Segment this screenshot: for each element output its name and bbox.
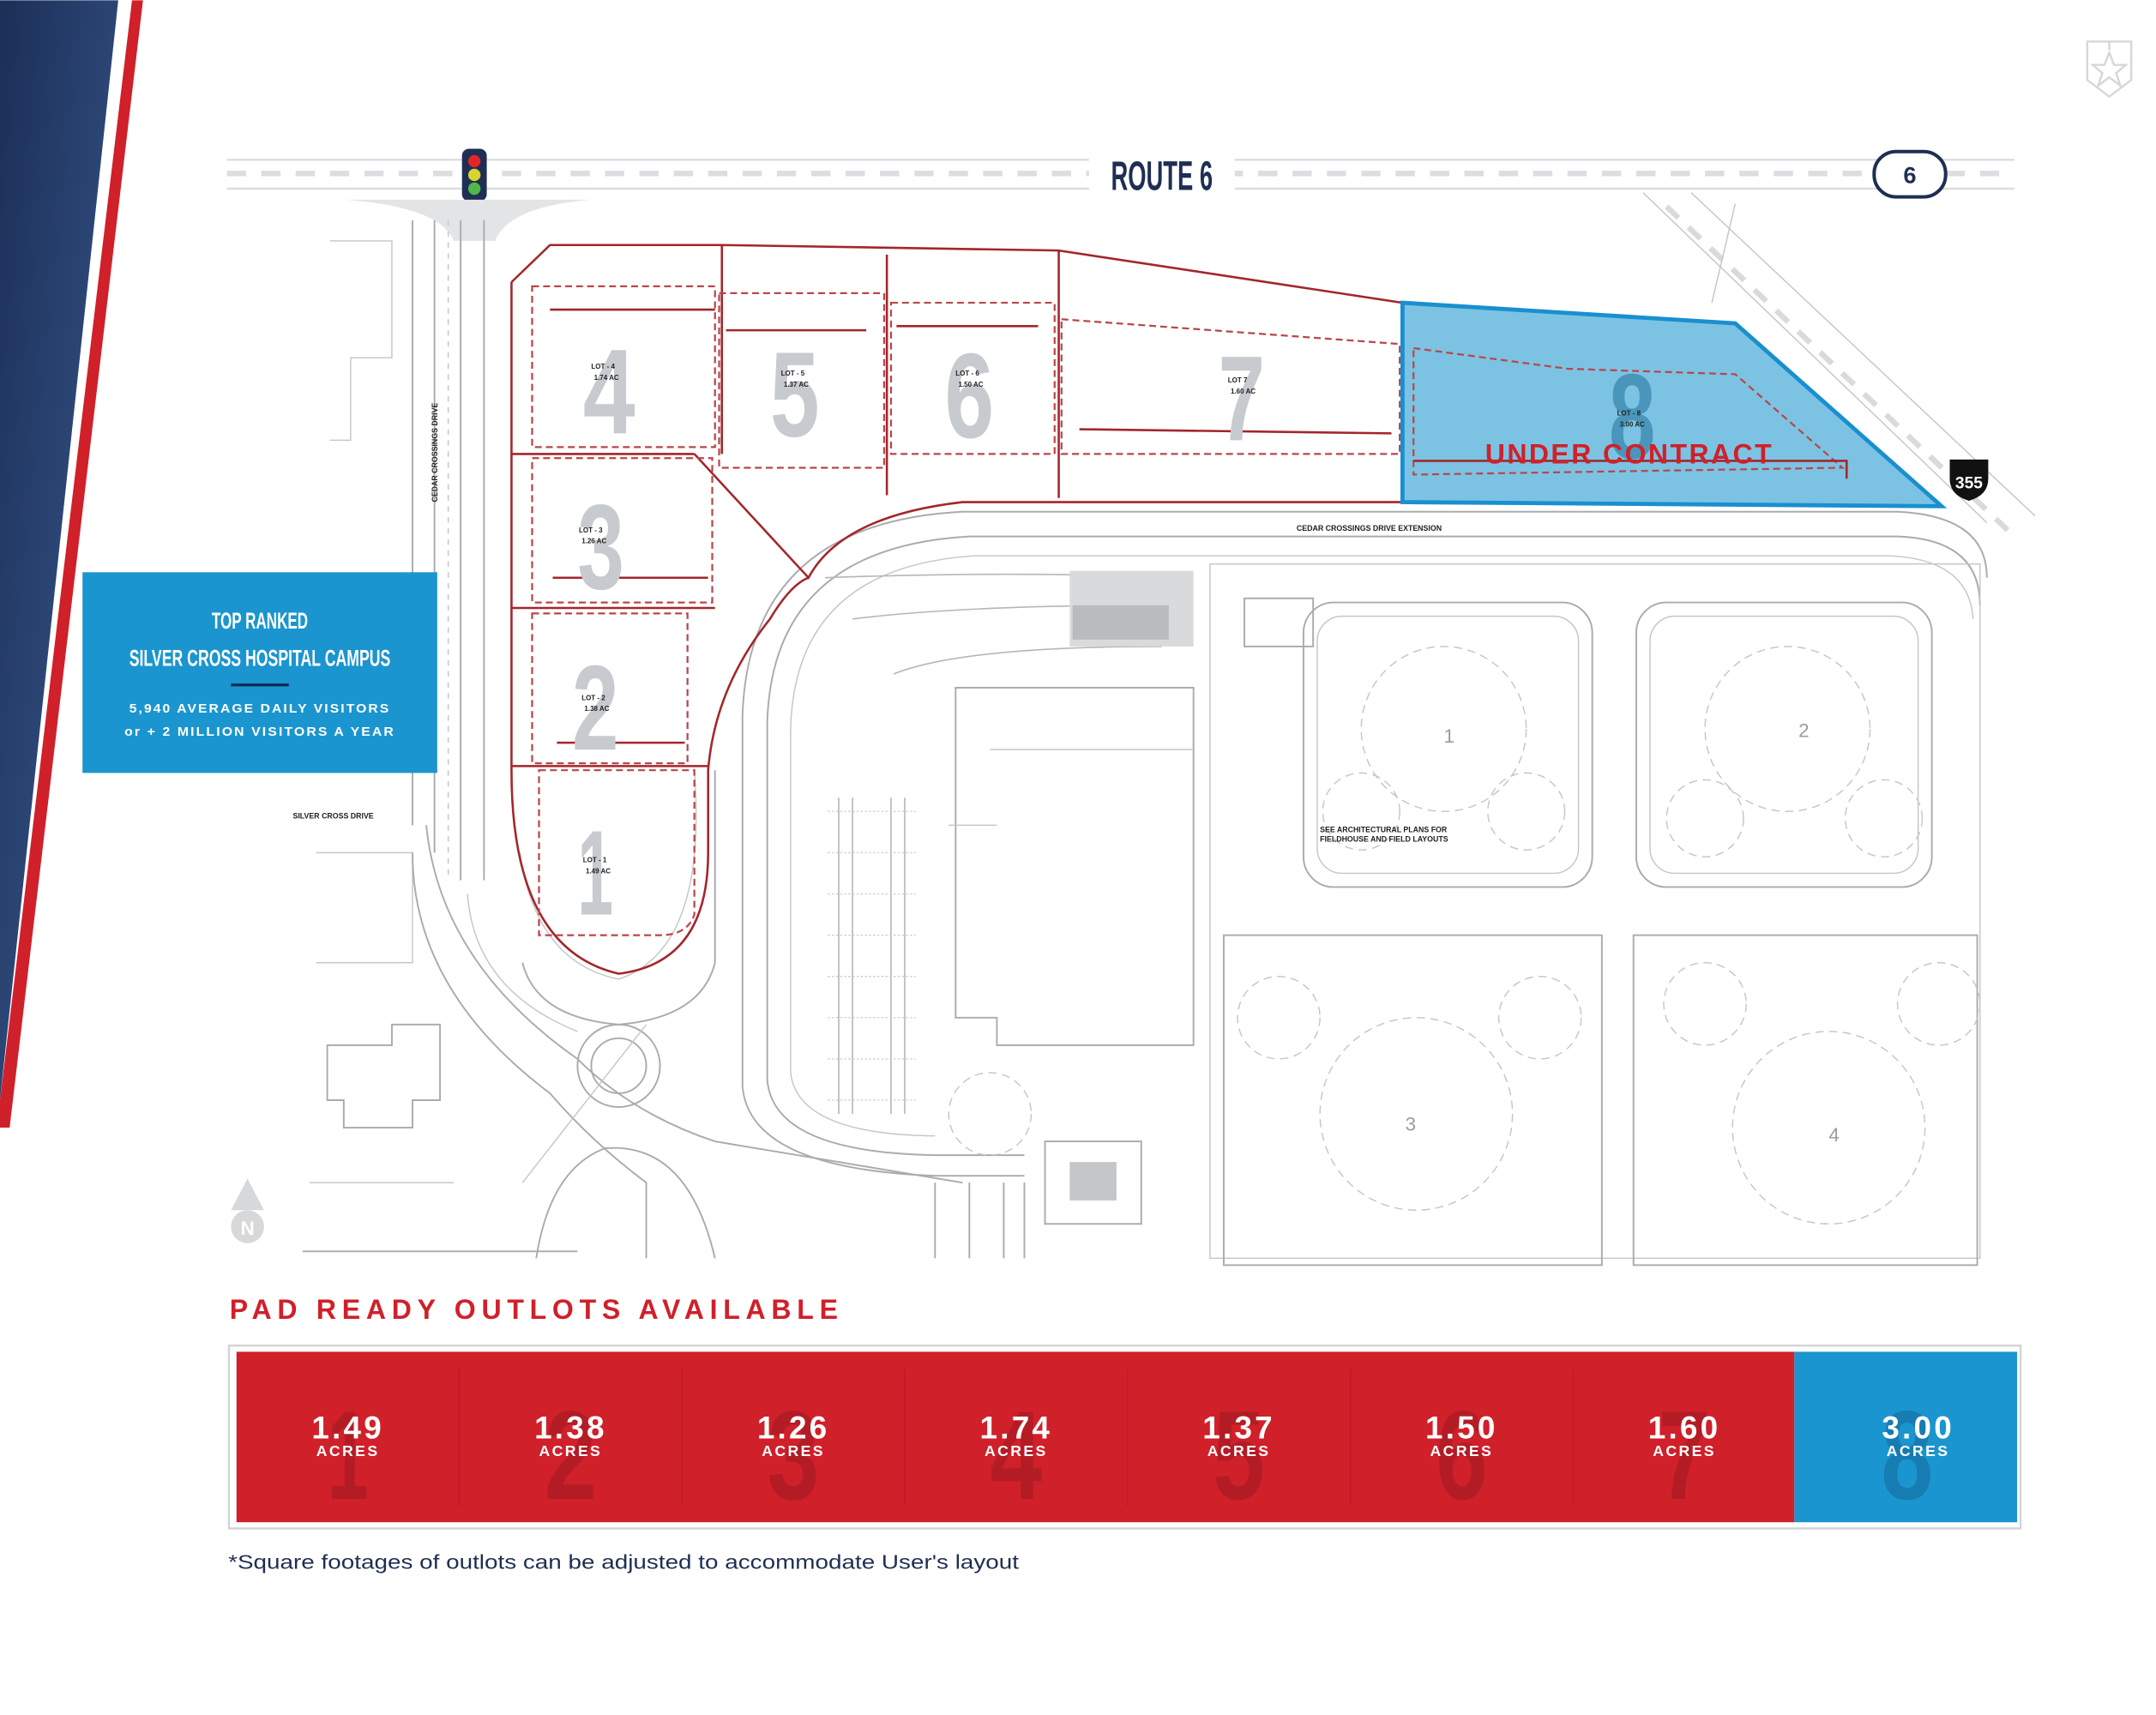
lot-area-4: 1.74 AC xyxy=(594,374,619,382)
outlot-acres: 1.26 xyxy=(757,1410,830,1445)
outlot-cell-4[interactable]: 4 1.74 ACRES xyxy=(980,1385,1053,1526)
lot-number-4: 4 xyxy=(583,323,635,459)
outlot-lot-number: 4 xyxy=(990,1385,1042,1526)
lot-numbers: 4 5 6 7 3 2 1 8 xyxy=(572,323,1655,940)
outlot-cell-3[interactable]: 3 1.26 ACRES xyxy=(757,1385,830,1526)
outlot-acres: 1.60 xyxy=(1648,1410,1721,1445)
outlot-unit: ACRES xyxy=(1887,1442,1950,1459)
outlot-cell-5[interactable]: 5 1.37 ACRES xyxy=(1202,1385,1275,1526)
outlot-unit: ACRES xyxy=(985,1442,1048,1459)
outlot-unit: ACRES xyxy=(539,1442,603,1459)
outlot-acres: 1.37 xyxy=(1202,1410,1275,1445)
info-stat-line2: or + 2 MILLION VISITORS A YEAR xyxy=(124,725,395,739)
shield-star-icon xyxy=(2086,40,2133,99)
lot-number-8: 8 xyxy=(1609,348,1656,484)
outlots-heading: PAD READY OUTLOTS AVAILABLE xyxy=(230,1294,844,1325)
lot-number-2: 2 xyxy=(572,640,619,775)
outlot-cell-1[interactable]: 1 1.49 ACRES xyxy=(311,1385,384,1526)
lot-number-5: 5 xyxy=(770,327,820,462)
lot-label-1: LOT - 1 xyxy=(583,857,607,864)
north-label: N xyxy=(240,1218,254,1239)
outlots-footnote: *Square footages of outlots can be adjus… xyxy=(228,1551,1020,1574)
lot-boundaries xyxy=(510,244,1404,975)
lot-area-8: 3.00 AC xyxy=(1620,420,1645,428)
silver-cross-drive-label: SILVER CROSS DRIVE xyxy=(293,811,374,820)
north-arrow-icon: N xyxy=(231,1178,264,1243)
info-title-line2: SILVER CROSS HOSPITAL CAMPUS xyxy=(129,644,391,671)
field-number-3: 3 xyxy=(1406,1113,1416,1134)
outlot-lot-number: 8 xyxy=(1881,1385,1933,1526)
outlots-table: 1 1.49 ACRES 2 1.38 ACRES 3 1.26 ACRES 4… xyxy=(227,1344,2022,1530)
outlot-acres: 1.49 xyxy=(311,1410,384,1445)
traffic-light-icon xyxy=(461,148,487,202)
outlot-cell-8[interactable]: 8 3.00 ACRES xyxy=(1881,1385,1954,1526)
lot-label-6: LOT - 6 xyxy=(955,370,979,377)
outlot-lot-number: 1 xyxy=(328,1385,369,1526)
interstate-number: 355 xyxy=(1955,475,1983,493)
brand-stripes xyxy=(0,0,143,1128)
lot-area-1: 1.49 AC xyxy=(586,867,611,875)
lot-number-1: 1 xyxy=(577,805,613,941)
route-6-road: ROUTE 6 6 xyxy=(226,148,2014,202)
outlot-acres: 3.00 xyxy=(1882,1410,1954,1445)
outlot-acres: 1.50 xyxy=(1425,1410,1498,1445)
lot-number-6: 6 xyxy=(944,328,994,463)
lot-label-8: LOT - 8 xyxy=(1617,410,1641,418)
info-title-line1: TOP RANKED xyxy=(212,607,308,634)
outlot-cell-2[interactable]: 2 1.38 ACRES xyxy=(534,1385,607,1526)
info-stat-line1: 5,940 AVERAGE DAILY VISITORS xyxy=(129,702,391,716)
outlot-lot-number: 2 xyxy=(545,1385,597,1526)
outlot-acres: 1.74 xyxy=(980,1410,1053,1445)
outlot-unit: ACRES xyxy=(1653,1442,1716,1459)
outlot-cell-6[interactable]: 6 1.50 ACRES xyxy=(1425,1385,1498,1526)
lot-area-2: 1.38 AC xyxy=(584,705,609,713)
fieldhouse-note-line1: SEE ARCHITECTURAL PLANS FOR xyxy=(1320,825,1448,833)
lot-number-7: 7 xyxy=(1219,330,1266,466)
route-6-shield: 6 xyxy=(1872,149,1948,199)
under-contract-label: UNDER CONTRACT xyxy=(1485,439,1774,470)
road-name-label: ROUTE 6 xyxy=(1111,153,1213,200)
outlot-unit: ACRES xyxy=(316,1442,380,1459)
lot-label-5: LOT - 5 xyxy=(781,370,805,377)
lot-area-5: 1.37 AC xyxy=(784,381,809,388)
outlot-cell-7[interactable]: 7 1.60 ACRES xyxy=(1648,1385,1721,1526)
outlot-unit: ACRES xyxy=(1430,1442,1493,1459)
field-number-4: 4 xyxy=(1828,1124,1839,1146)
route-shield-number: 6 xyxy=(1903,162,1916,189)
interstate-355-shield: 355 xyxy=(1949,459,1989,501)
field-number-1: 1 xyxy=(1443,725,1454,747)
lot-area-3: 1.26 AC xyxy=(581,538,606,545)
outlot-lot-number: 6 xyxy=(1436,1385,1488,1526)
fieldhouse-note-line2: FIELDHOUSE AND FIELD LAYOUTS xyxy=(1320,835,1448,844)
lot-label-3: LOT - 3 xyxy=(579,527,603,534)
outlot-unit: ACRES xyxy=(762,1442,825,1459)
cedar-crossings-extension-label: CEDAR CROSSINGS DRIVE EXTENSION xyxy=(1297,524,1442,533)
lot-number-3: 3 xyxy=(577,479,624,615)
outlot-acres: 1.38 xyxy=(534,1410,607,1445)
lot-label-4: LOT - 4 xyxy=(591,363,615,370)
outlot-lot-number: 7 xyxy=(1659,1385,1711,1526)
outlot-lot-number: 3 xyxy=(768,1385,820,1526)
lot-labels: LOT - 4 1.74 AC LOT - 5 1.37 AC LOT - 6 … xyxy=(579,363,1645,875)
outlot-unit: ACRES xyxy=(1207,1442,1271,1459)
lot-area-7: 1.60 AC xyxy=(1231,388,1256,395)
outlot-lot-number: 5 xyxy=(1213,1385,1265,1526)
hospital-info-box: TOP RANKED SILVER CROSS HOSPITAL CAMPUS … xyxy=(82,572,437,773)
lot-label-2: LOT - 2 xyxy=(581,694,605,701)
field-number-2: 2 xyxy=(1798,720,1809,742)
lot-8-under-contract xyxy=(1400,300,1948,508)
lot-label-7: LOT 7 xyxy=(1228,376,1248,384)
cad-site-plan: CEDAR CROSSINGS DRIVE xyxy=(293,192,2036,1267)
cedar-crossings-drive-label: CEDAR CROSSINGS DRIVE xyxy=(431,403,439,502)
lot-area-6: 1.50 AC xyxy=(959,381,984,388)
